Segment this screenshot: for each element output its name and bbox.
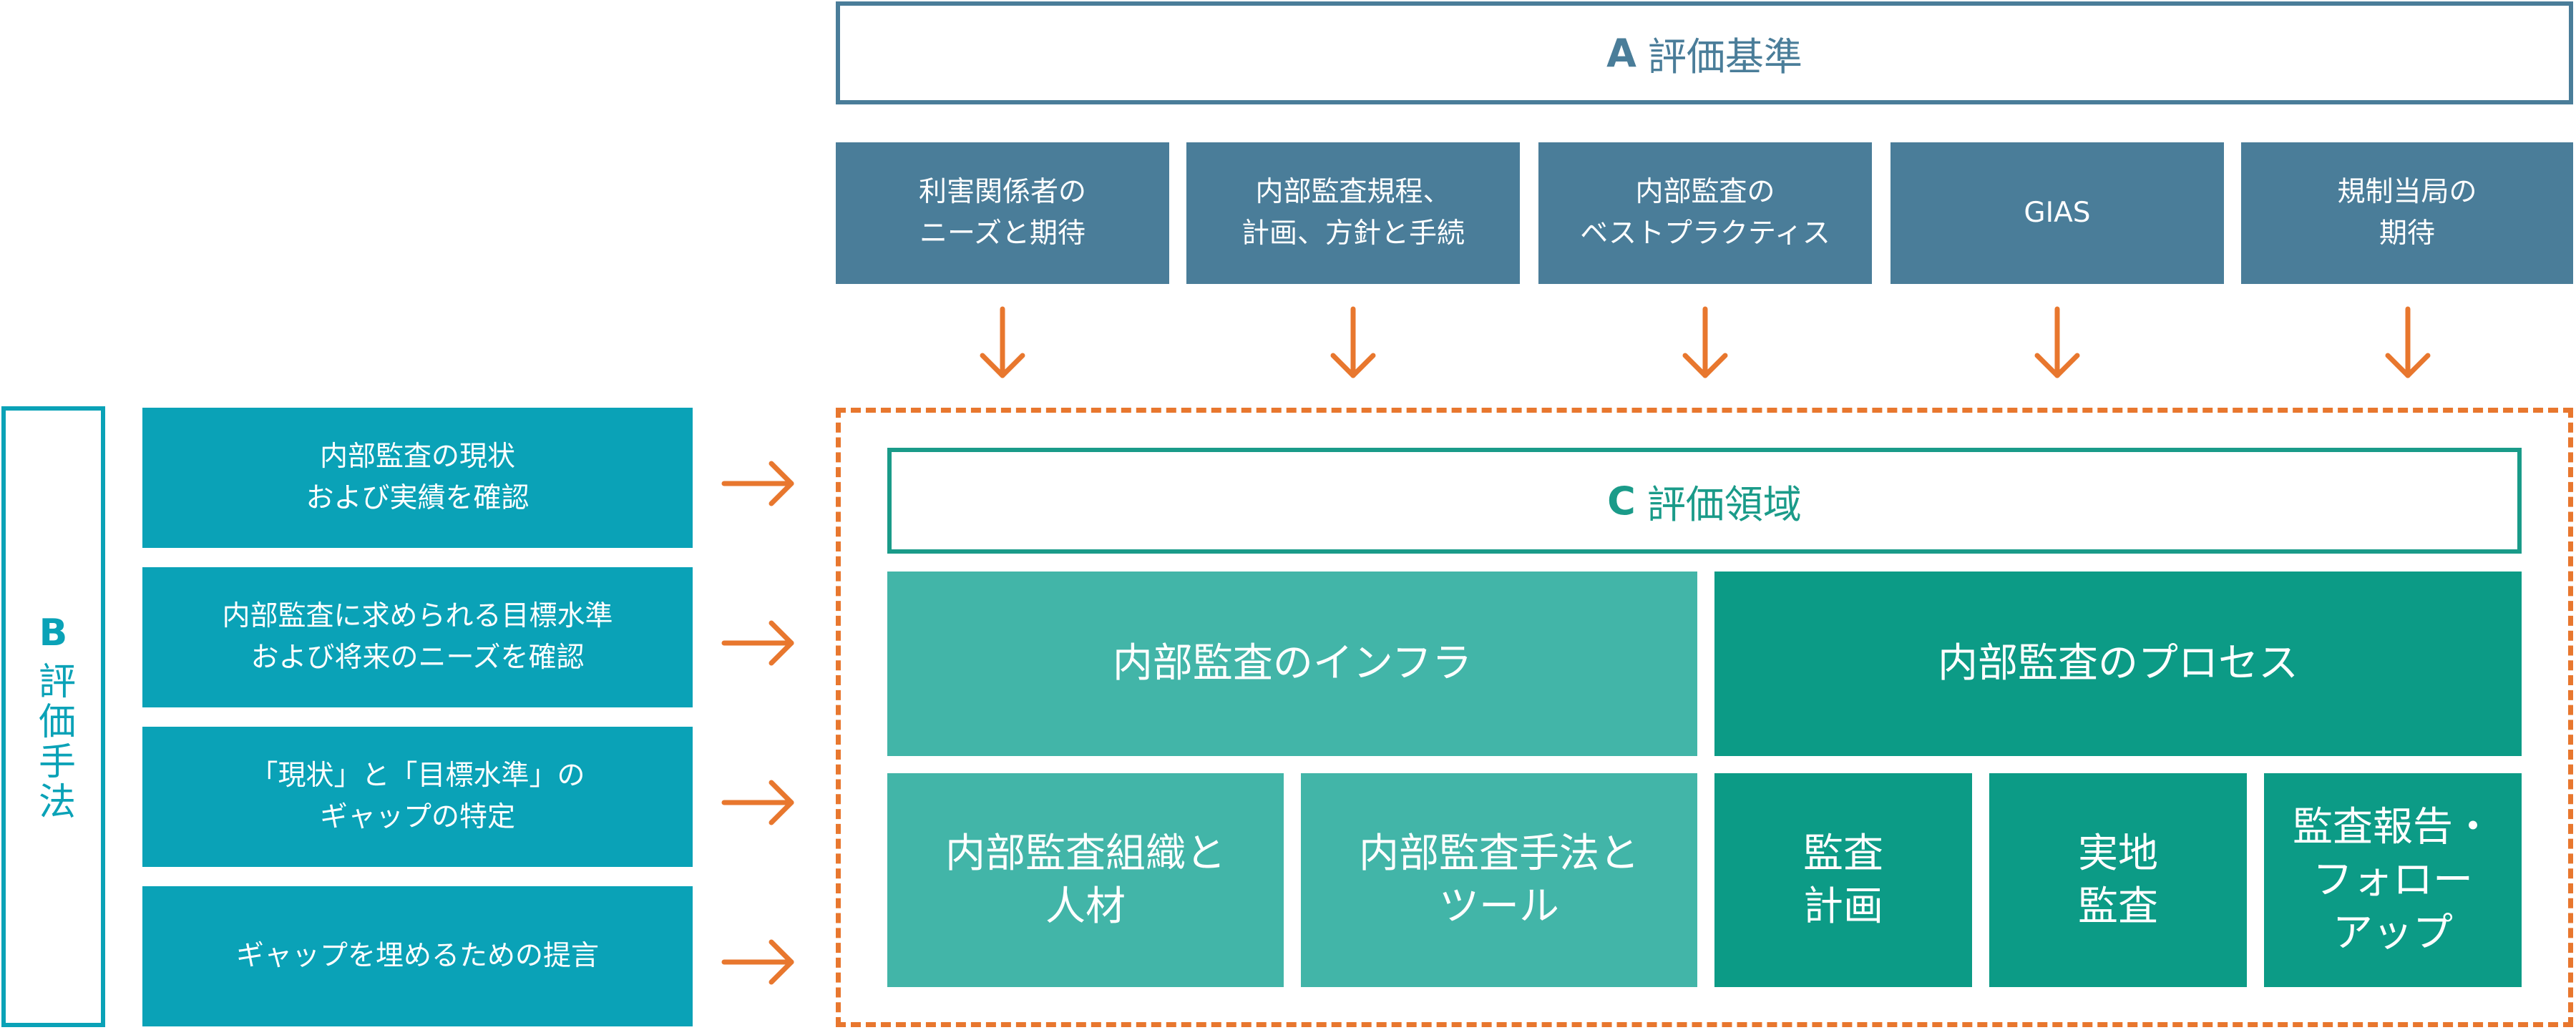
criteria-header: A 評価基準 [836,1,2573,104]
criteria-header-letter: A [1606,30,1636,76]
arrow-icon [721,780,794,825]
process-audit-planning: 監査 計画 [1714,773,1972,987]
infrastructure-header: 内部監査のインフラ [887,572,1697,756]
assessment-area-header: C 評価領域 [887,448,2522,554]
methods-sidebar: B 評価手法 [1,406,105,1027]
arrow-icon [1682,306,1728,378]
criteria-best-practices: 内部監査の ベストプラクティス [1538,142,1872,284]
arrow-icon [721,620,794,666]
arrow-icon [1330,306,1376,378]
process-reporting-followup: 監査報告・ フォロー アップ [2264,773,2522,987]
criteria-internal-audit-charter: 内部監査規程、 計画、方針と手続 [1186,142,1520,284]
process-header: 内部監査のプロセス [1714,572,2522,756]
method-step-recommendations: ギャップを埋めるための提言 [142,886,693,1026]
method-step-current-state: 内部監査の現状 および実績を確認 [142,408,693,548]
infrastructure-methods-tools: 内部監査手法と ツール [1301,773,1697,987]
method-step-gap-identification: 「現状」と「目標水準」の ギャップの特定 [142,727,693,867]
method-step-target-level: 内部監査に求められる目標水準 および将来のニーズを確認 [142,567,693,707]
assessment-area-title: 評価領域 [1646,481,1802,527]
arrow-icon [2385,306,2431,378]
criteria-gias: GIAS [1890,142,2224,284]
criteria-stakeholder-expectations: 利害関係者の ニーズと期待 [836,142,1169,284]
arrow-icon [721,939,794,985]
arrow-icon [721,461,794,506]
process-fieldwork: 実地 監査 [1989,773,2247,987]
infrastructure-organization-people: 内部監査組織と 人材 [887,773,1284,987]
assessment-area-letter: C [1607,478,1636,524]
methods-sidebar-letter: B [39,612,68,654]
criteria-header-title: 評価基準 [1647,34,1802,79]
arrow-icon [2034,306,2080,378]
assessment-area-boundary [836,408,2573,1027]
methods-sidebar-title: 評価手法 [31,662,75,822]
criteria-regulator-expectations: 規制当局の 期待 [2241,142,2573,284]
arrow-icon [980,306,1025,378]
